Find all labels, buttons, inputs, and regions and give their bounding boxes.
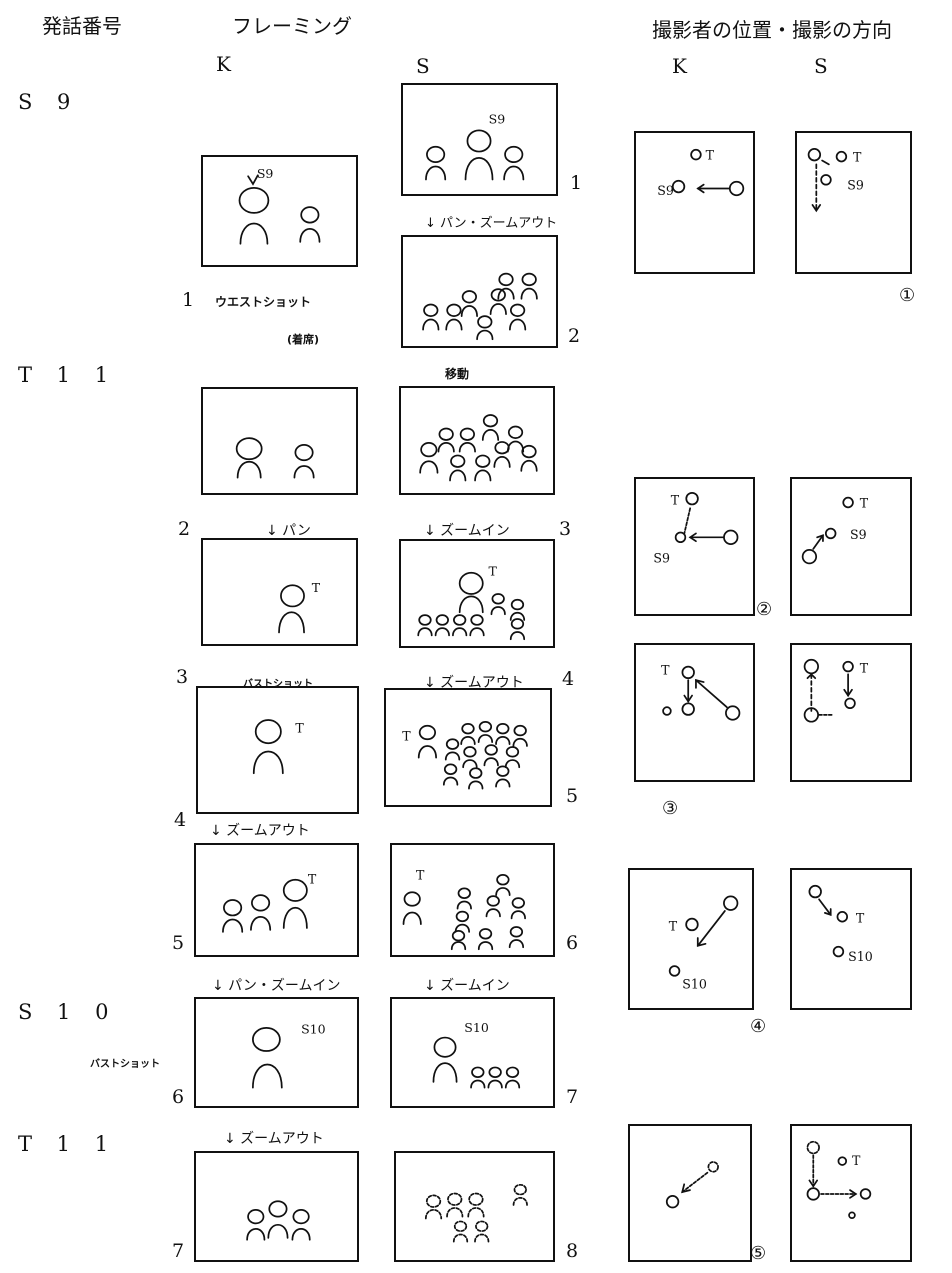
handwritten-t: T — [853, 149, 862, 164]
handwritten-t: T — [852, 1153, 861, 1168]
k-frame-1: S9 — [201, 155, 358, 267]
position-diagram-k-2: T S9 — [634, 477, 755, 616]
k-frame-number: 5 — [172, 932, 184, 954]
diagram-marker: ② — [756, 599, 772, 620]
utterance-label: T 1 1 — [18, 1132, 117, 1156]
note-pan-zoom-out: ↓ パン・ズームアウト — [425, 212, 557, 231]
s-frame-number: 6 — [566, 932, 578, 954]
k-frame-6: S10 — [194, 997, 359, 1108]
k-frame-7 — [194, 1151, 359, 1262]
position-diagram-k-5 — [628, 1124, 752, 1262]
note-pan: ↓ パン — [266, 520, 311, 540]
diagram-marker: ④ — [750, 1016, 766, 1037]
handwritten-t: T — [402, 728, 411, 743]
handwritten-t: T — [295, 721, 304, 736]
handwritten-t: T — [416, 868, 425, 883]
s-frame-2 — [401, 235, 558, 348]
position-diagram-s-4: T S10 — [790, 868, 912, 1010]
handwritten-s9: S9 — [847, 177, 864, 192]
s-frame-1: S9 — [401, 83, 558, 196]
handwritten-t: T — [669, 918, 678, 933]
note-zoom-in: ↓ ズームイン — [424, 975, 510, 995]
note-bust-shot-side: バストショット — [90, 1055, 160, 1070]
note-waist-shot: ウエストショット — [215, 293, 311, 310]
position-diagram-k-1: T S9 — [634, 131, 755, 274]
s-frame-number: 5 — [566, 785, 578, 807]
handwritten-t: T — [706, 147, 715, 162]
note-seated: (着席) — [287, 331, 319, 347]
handwritten-t: T — [308, 872, 317, 887]
position-diagram-k-3: T — [634, 643, 755, 782]
s-frame-5: T — [384, 688, 552, 807]
handwritten-s9: S9 — [653, 550, 670, 565]
s-frame-7: S10 — [390, 997, 555, 1108]
position-diagram-s-3: T — [790, 643, 912, 782]
k-frame-5: T — [194, 843, 359, 957]
s-frame-number: 8 — [566, 1240, 578, 1262]
s-frame-number: 4 — [562, 668, 574, 690]
handwritten-s10: S10 — [848, 949, 873, 964]
header-utterance-no: 発話番号 — [42, 10, 122, 39]
column-s-framing: S — [416, 54, 430, 78]
s-frame-3 — [399, 386, 555, 495]
diagram-marker: ⑤ — [750, 1243, 766, 1264]
k-frame-number: 3 — [176, 666, 188, 688]
header-position-direction: 撮影者の位置・撮影の方向 — [652, 14, 892, 43]
handwritten-s9: S9 — [850, 527, 867, 542]
handwritten-s10: S10 — [682, 976, 707, 991]
handwritten-s10: S10 — [464, 1020, 489, 1035]
handwritten-s10: S10 — [301, 1022, 326, 1037]
k-frame-number: 2 — [178, 518, 190, 540]
k-frame-2 — [201, 387, 358, 495]
diagram-marker: ① — [899, 285, 915, 306]
utterance-label: S 1 0 — [18, 1000, 117, 1024]
s-frame-number: 7 — [566, 1086, 578, 1108]
position-diagram-s-5: T — [790, 1124, 912, 1262]
s-frame-4: T — [399, 539, 555, 648]
handwritten-t: T — [489, 564, 498, 579]
k-frame-number: 1 — [182, 289, 194, 311]
handwritten-t: T — [661, 662, 670, 677]
s-frame-number: 3 — [559, 518, 571, 540]
handwritten-t: T — [312, 580, 321, 595]
note-move: 移動 — [445, 365, 469, 382]
column-s-position: S — [814, 54, 828, 78]
k-frame-4: T — [196, 686, 359, 814]
s-frame-number: 2 — [568, 325, 580, 347]
note-pan-zoom-in: ↓ パン・ズームイン — [212, 975, 340, 995]
utterance-label: S 9 — [18, 90, 79, 114]
handwritten-s9: S9 — [489, 112, 506, 127]
k-frame-number: 7 — [172, 1240, 184, 1262]
column-k-framing: K — [216, 52, 231, 76]
header-framing: フレーミング — [232, 10, 352, 39]
utterance-label: T 1 1 — [18, 363, 117, 387]
s-frame-6: T — [390, 843, 555, 957]
position-diagram-s-1: T S9 — [795, 131, 912, 274]
handwritten-s9: S9 — [257, 166, 274, 181]
handwritten-s9: S9 — [657, 183, 674, 198]
position-diagram-s-2: T S9 — [790, 477, 912, 616]
handwritten-t: T — [856, 911, 865, 926]
note-zoom-out: ↓ ズームアウト — [210, 820, 310, 840]
handwritten-t: T — [860, 495, 869, 510]
k-frame-number: 4 — [174, 809, 186, 831]
handwritten-t: T — [860, 660, 869, 675]
column-k-position: K — [672, 54, 687, 78]
note-zoom-out: ↓ ズームアウト — [224, 1128, 324, 1148]
diagram-marker: ③ — [662, 798, 678, 819]
s-frame-number: 1 — [570, 172, 582, 194]
k-frame-number: 6 — [172, 1086, 184, 1108]
k-frame-3: T — [201, 538, 358, 646]
s-frame-8 — [394, 1151, 555, 1262]
handwritten-t: T — [671, 492, 680, 507]
note-zoom-in: ↓ ズームイン — [424, 520, 510, 540]
position-diagram-k-4: T S10 — [628, 868, 754, 1010]
